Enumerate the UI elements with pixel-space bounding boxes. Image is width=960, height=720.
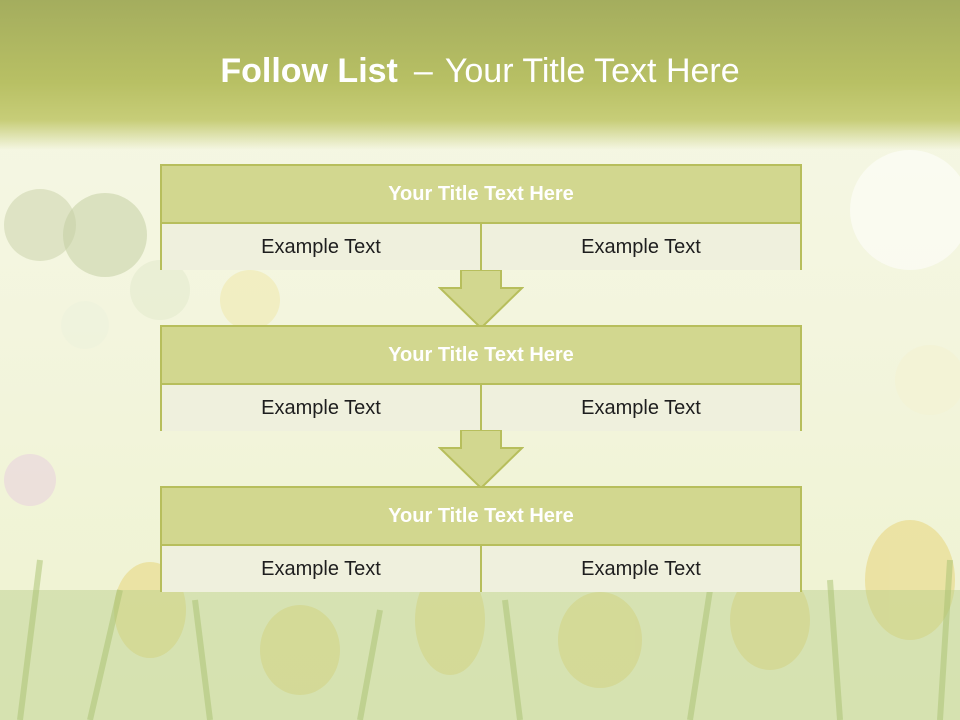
- step-left-cell: Example Text: [162, 546, 480, 592]
- step-title: Your Title Text Here: [162, 327, 800, 385]
- step-box: Your Title Text Here Example Text Exampl…: [160, 325, 802, 431]
- step-box: Your Title Text Here Example Text Exampl…: [160, 486, 802, 592]
- step-title: Your Title Text Here: [162, 488, 800, 546]
- step-left-cell: Example Text: [162, 224, 480, 270]
- slide-title: Follow List–Your Title Text Here: [0, 52, 960, 91]
- step-box: Your Title Text Here Example Text Exampl…: [160, 164, 802, 270]
- header-band: [0, 0, 960, 150]
- down-arrow-icon: [438, 430, 524, 490]
- step-right-cell: Example Text: [480, 546, 800, 592]
- step-right-cell: Example Text: [480, 224, 800, 270]
- slide-title-separator: –: [413, 52, 433, 90]
- step-right-cell: Example Text: [480, 385, 800, 431]
- step-row: Example Text Example Text: [162, 224, 800, 270]
- slide-title-bold: Follow List: [220, 52, 398, 90]
- step-left-cell: Example Text: [162, 385, 480, 431]
- step-row: Example Text Example Text: [162, 546, 800, 592]
- step-title: Your Title Text Here: [162, 166, 800, 224]
- down-arrow-icon: [438, 270, 524, 330]
- slide-title-rest: Your Title Text Here: [444, 52, 740, 90]
- step-row: Example Text Example Text: [162, 385, 800, 431]
